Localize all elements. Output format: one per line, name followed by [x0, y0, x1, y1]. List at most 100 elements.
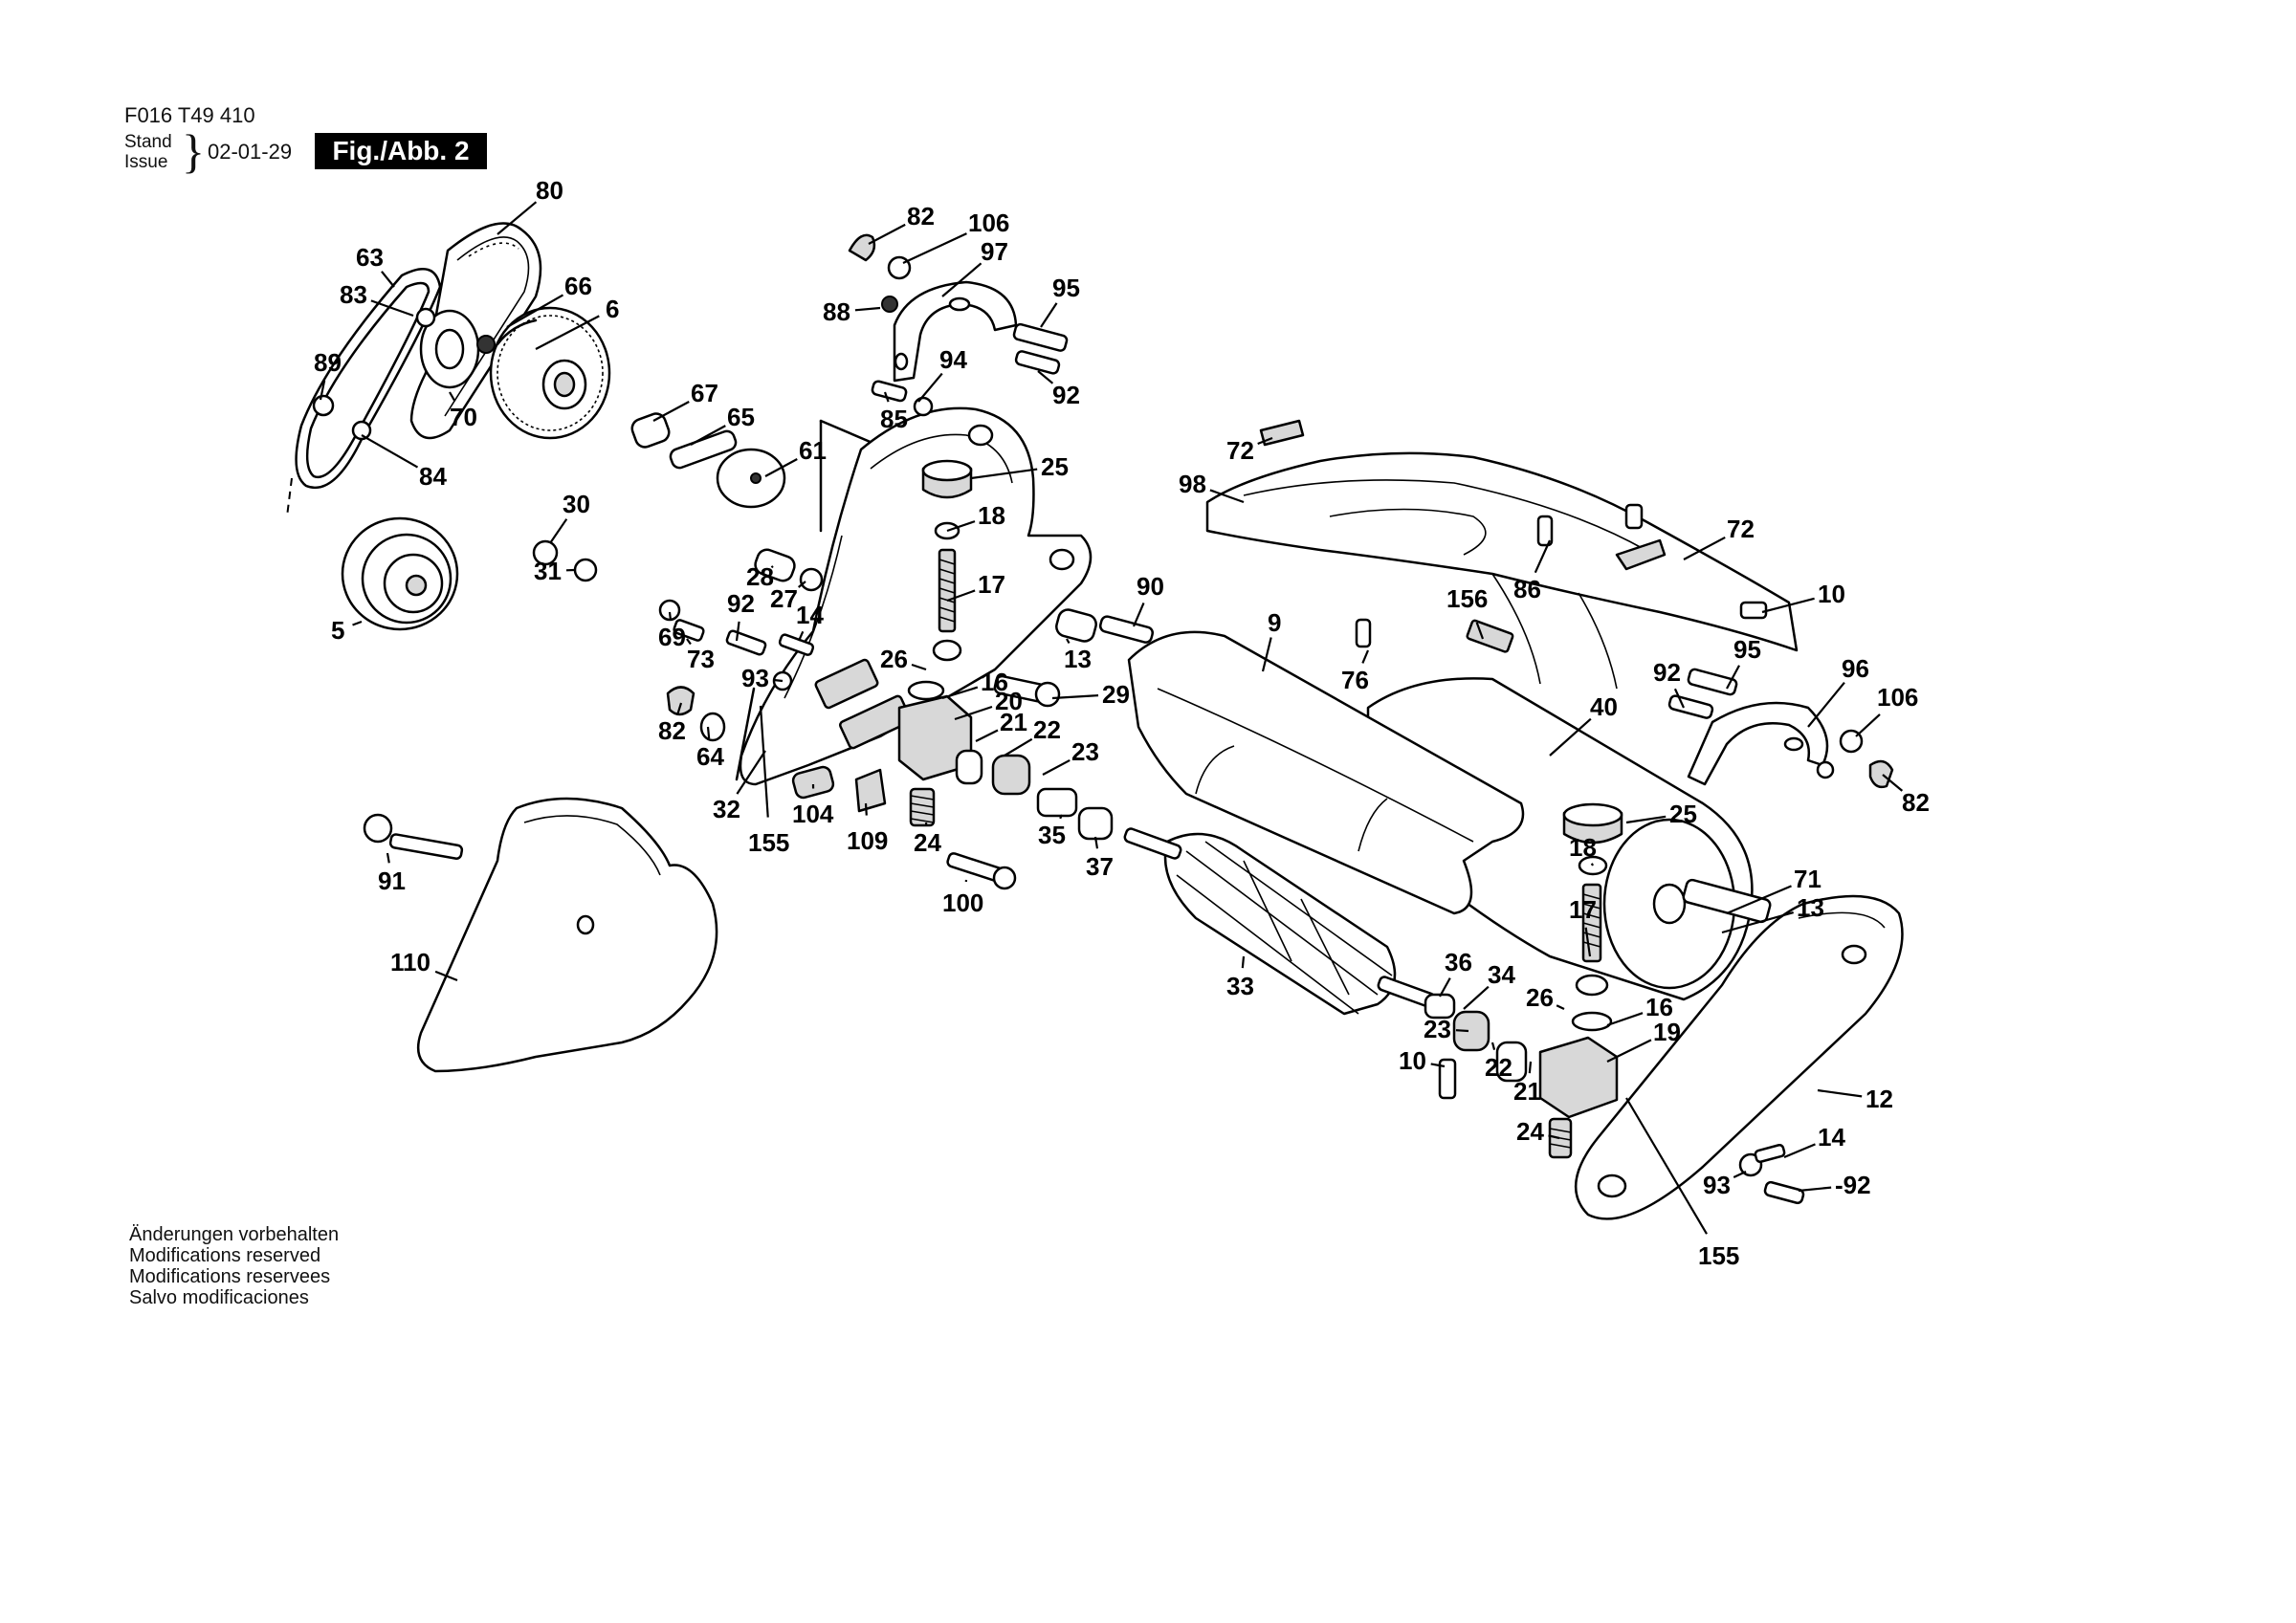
callout-37: 37	[1086, 836, 1114, 881]
callout-35: 35	[1038, 814, 1066, 849]
leader-line	[549, 518, 568, 544]
callout-13: 13	[1721, 893, 1824, 934]
callout-18: 18	[946, 501, 1005, 533]
callout-64: 64	[696, 726, 724, 771]
callout-25: 25	[1625, 800, 1697, 828]
part-number: 73	[687, 645, 715, 673]
v-pulley	[341, 516, 459, 631]
leader-line	[1066, 638, 1071, 645]
leader-line	[1606, 1039, 1652, 1063]
leader-line	[686, 638, 692, 646]
leader-line	[381, 271, 395, 288]
leader-line	[1040, 302, 1058, 328]
callout-93: 93	[1703, 1171, 1747, 1199]
callout-26: 26	[880, 645, 927, 673]
part-number: 155	[748, 828, 789, 857]
leader-line	[902, 232, 967, 264]
leader-line	[1093, 836, 1099, 849]
callout-69: 69	[658, 611, 686, 651]
leader-line	[361, 434, 419, 469]
part-number: 93	[1703, 1171, 1731, 1199]
callout-86: 86	[1513, 539, 1552, 603]
top-cover	[1205, 451, 1799, 690]
leader-line	[1726, 665, 1740, 690]
part-number: 33	[1226, 972, 1254, 1000]
brace-icon: }	[182, 124, 205, 178]
part-number: 96	[1842, 654, 1869, 683]
leader-line	[1051, 694, 1099, 700]
callout-90: 90	[1132, 572, 1164, 627]
callout-5: 5	[331, 616, 363, 645]
part-number: 40	[1590, 692, 1618, 721]
part-number: 63	[356, 243, 384, 272]
callout-16: 16	[941, 668, 1008, 700]
leader-line	[1556, 1004, 1565, 1010]
callout-155: 155	[1625, 1097, 1739, 1270]
leader-line	[941, 262, 982, 297]
leader-line	[1673, 688, 1685, 709]
leader-line	[1761, 597, 1815, 614]
leader-line	[1882, 774, 1904, 792]
leader-line	[1534, 539, 1552, 574]
part-number: 16	[981, 668, 1008, 696]
left-side-cover	[416, 797, 718, 1073]
callout-20: 20	[954, 687, 1023, 721]
leader-line	[1625, 815, 1667, 824]
callout-18: 18	[1569, 833, 1597, 866]
callout-23: 23	[1042, 737, 1099, 776]
part-number: 71	[1794, 865, 1821, 893]
front-roller-guard	[1127, 630, 1525, 915]
part-number: 155	[1698, 1241, 1739, 1270]
leader-line	[1490, 1042, 1496, 1050]
small-drive-belt	[286, 268, 442, 517]
leader-line	[1261, 637, 1272, 672]
leader-line	[690, 425, 726, 446]
callout-21: 21	[975, 708, 1027, 742]
figure-badge: Fig./Abb. 2	[315, 133, 487, 169]
part-number: 17	[978, 570, 1005, 599]
part-number: 36	[1445, 948, 1472, 976]
part-number: 19	[1653, 1018, 1681, 1046]
part-number: 28	[746, 562, 774, 591]
part-number: 70	[450, 403, 477, 431]
leader-line	[868, 223, 906, 245]
callout-24: 24	[1516, 1117, 1560, 1146]
leader-line	[706, 726, 711, 739]
part-number: 16	[1645, 993, 1673, 1021]
part-number: 24	[914, 828, 941, 857]
callout-97: 97	[941, 237, 1008, 297]
part-number: 21	[1000, 708, 1027, 736]
callout-23: 23	[1424, 1015, 1469, 1043]
part-number: 10	[1399, 1046, 1426, 1075]
leader-line	[1455, 1029, 1469, 1033]
leader-line	[434, 970, 458, 982]
part-number: 20	[995, 687, 1023, 715]
part-number: 95	[1052, 274, 1080, 302]
leader-line	[1361, 649, 1370, 664]
part-number: 27	[770, 584, 798, 613]
part-number: 72	[1727, 515, 1755, 543]
leader-line	[668, 611, 672, 620]
callout-92: 92	[727, 589, 755, 642]
modification-notes: Änderungen vorbehalten Modifications res…	[129, 1224, 339, 1308]
part-number: 29	[1102, 680, 1130, 709]
part-number: 84	[419, 462, 447, 491]
leader-line	[1783, 1143, 1816, 1159]
part-number: 92	[1052, 381, 1080, 409]
leader-line	[1004, 737, 1033, 757]
callout-14: 14	[796, 601, 824, 642]
leader-line	[1625, 1097, 1708, 1235]
leader-line	[1726, 885, 1792, 915]
callout-95: 95	[1726, 635, 1761, 690]
callout-82: 82	[868, 202, 935, 245]
leader-line	[449, 391, 456, 403]
part-number: 25	[1041, 452, 1069, 481]
leader-line	[759, 705, 769, 818]
leader-line	[370, 299, 414, 318]
part-number: 92	[727, 589, 755, 618]
leader-line	[1042, 758, 1071, 776]
leader-line	[1528, 1061, 1533, 1074]
callout-72: 72	[1226, 436, 1273, 465]
